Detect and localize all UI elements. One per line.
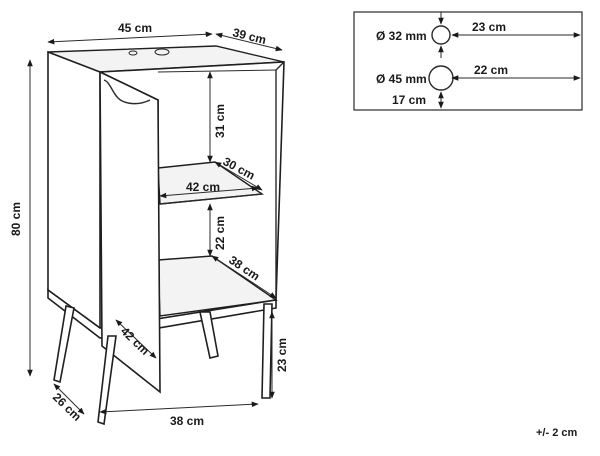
leg-front-left: [53, 305, 75, 384]
label-shelf-width: 42 cm: [186, 180, 220, 194]
hole1-diameter: Ø 32 mm: [376, 29, 427, 43]
hole2-depth: 17 cm: [392, 93, 426, 107]
leg-back-left: [199, 311, 219, 359]
detail-box: [353, 11, 583, 111]
cabinet-base: [47, 288, 277, 339]
label-leg-depth: 26 cm: [50, 390, 84, 424]
label-height: 80 cm: [9, 202, 23, 236]
tolerance-note: +/- 2 cm: [536, 427, 577, 439]
hole2-offset: 22 cm: [474, 63, 508, 77]
top-hole-large: [154, 48, 170, 56]
label-base-width: 38 cm: [170, 414, 204, 428]
hole1-circle: [431, 25, 451, 45]
label-width: 45 cm: [118, 21, 152, 35]
cabinet: [47, 45, 285, 339]
hole2-diameter: Ø 45 mm: [376, 72, 427, 86]
hole-detail-panel: Ø 32 mm 23 cm 22 cm Ø 45 mm 17 cm: [353, 11, 583, 111]
leg-back-right: [261, 303, 273, 399]
door-handle: [103, 79, 151, 105]
hole1-offset: 23 cm: [472, 20, 506, 34]
leg-front-right: [97, 335, 117, 426]
door-panel: [99, 70, 161, 394]
label-depth: 39 cm: [231, 25, 267, 47]
label-leg-height: 23 cm: [275, 338, 289, 372]
top-hole-small: [128, 50, 138, 56]
label-upper-compartment: 31 cm: [213, 104, 227, 138]
cabinet-door: [99, 70, 161, 394]
label-lower-compartment: 22 cm: [213, 216, 227, 250]
cabinet-left-side: [47, 50, 101, 330]
